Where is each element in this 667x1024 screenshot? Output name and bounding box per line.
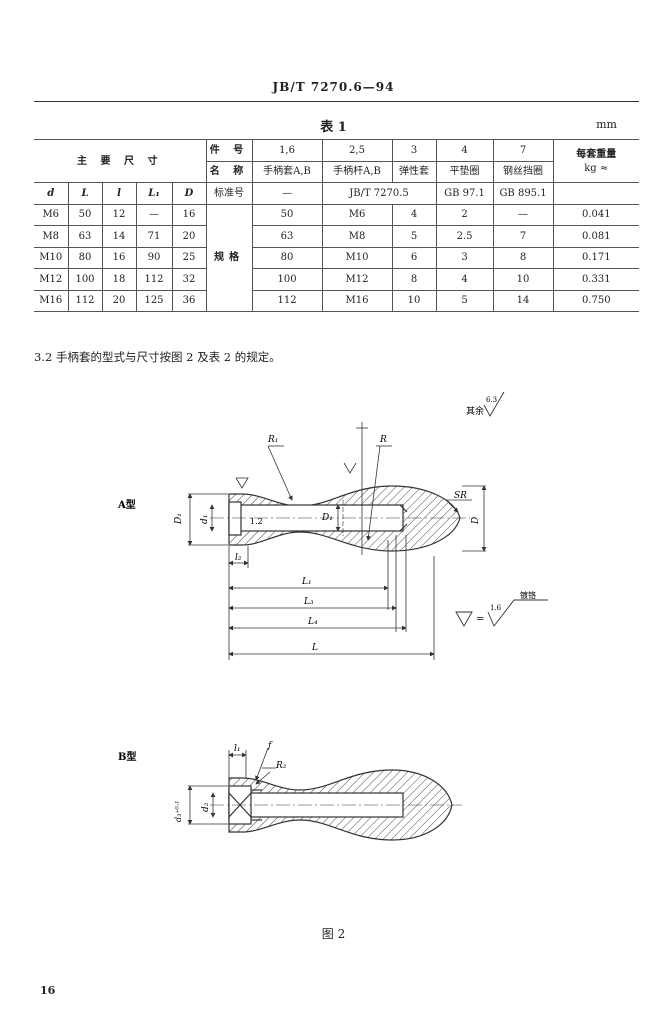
label-d3: d₃⁺⁰·¹ bbox=[174, 800, 183, 822]
label-l1: l₁ bbox=[234, 744, 241, 754]
label-r2: R₂ bbox=[275, 761, 287, 771]
label-sr: SR bbox=[454, 491, 467, 501]
label-d2: d₂ bbox=[201, 802, 211, 812]
type-b-label: B型 bbox=[118, 750, 136, 763]
label-d1-outer: D₁ bbox=[174, 513, 184, 525]
weight-unit-text: kg ≈ bbox=[584, 162, 609, 174]
figure-caption: 图 2 bbox=[321, 927, 346, 941]
header-rule bbox=[34, 101, 639, 102]
spec-cell: M16 bbox=[321, 289, 393, 312]
label-remaining-value: 6.3 bbox=[486, 396, 497, 404]
type-a-sleeve bbox=[228, 501, 242, 536]
type-a-handle bbox=[228, 485, 461, 552]
label-d1-inner: D₁ bbox=[321, 513, 333, 523]
page-number: 16 bbox=[40, 984, 56, 997]
weight-header-text: 每套重量 bbox=[576, 148, 617, 160]
label-1-2: 1.2 bbox=[250, 517, 263, 526]
main-dims-header: 主 要 尺 寸 bbox=[34, 139, 207, 183]
table-unit: mm bbox=[596, 118, 617, 131]
label-d1: d₁ bbox=[200, 515, 210, 524]
spec-cell: 10 bbox=[391, 289, 437, 312]
dim-cell: 36 bbox=[171, 289, 207, 312]
label-plating: 镀铬 bbox=[520, 590, 536, 600]
label-eq: = bbox=[476, 614, 484, 625]
type-a-label: A型 bbox=[117, 498, 136, 511]
dim-cell: 125 bbox=[135, 289, 173, 312]
label-r1: R₁ bbox=[267, 435, 278, 445]
label-l1-cap: L₁ bbox=[301, 577, 312, 587]
table-title: 表 1 bbox=[320, 120, 347, 135]
dim-cell: 112 bbox=[67, 289, 103, 312]
label-remaining: 其余 bbox=[466, 405, 484, 417]
label-d: D bbox=[471, 517, 481, 525]
label-f: f bbox=[267, 741, 273, 751]
label-l: L bbox=[311, 643, 318, 653]
spec-cell: 112 bbox=[251, 289, 323, 312]
section-text: 3.2 手柄套的型式与尺寸按图 2 及表 2 的规定。 bbox=[34, 350, 281, 364]
label-l4: L₄ bbox=[307, 617, 318, 627]
dim-col-header: D bbox=[171, 182, 207, 205]
label-l2: l₂ bbox=[235, 553, 242, 563]
label-l3: L₃ bbox=[303, 597, 314, 607]
document-header: JB/T 7270.6—94 bbox=[272, 80, 395, 94]
label-plating-value: 1.6 bbox=[490, 604, 502, 612]
weight-cell: 0.750 bbox=[552, 289, 640, 312]
label-r: R bbox=[379, 435, 387, 445]
weight-header: 每套重量 kg ≈ bbox=[552, 139, 640, 183]
